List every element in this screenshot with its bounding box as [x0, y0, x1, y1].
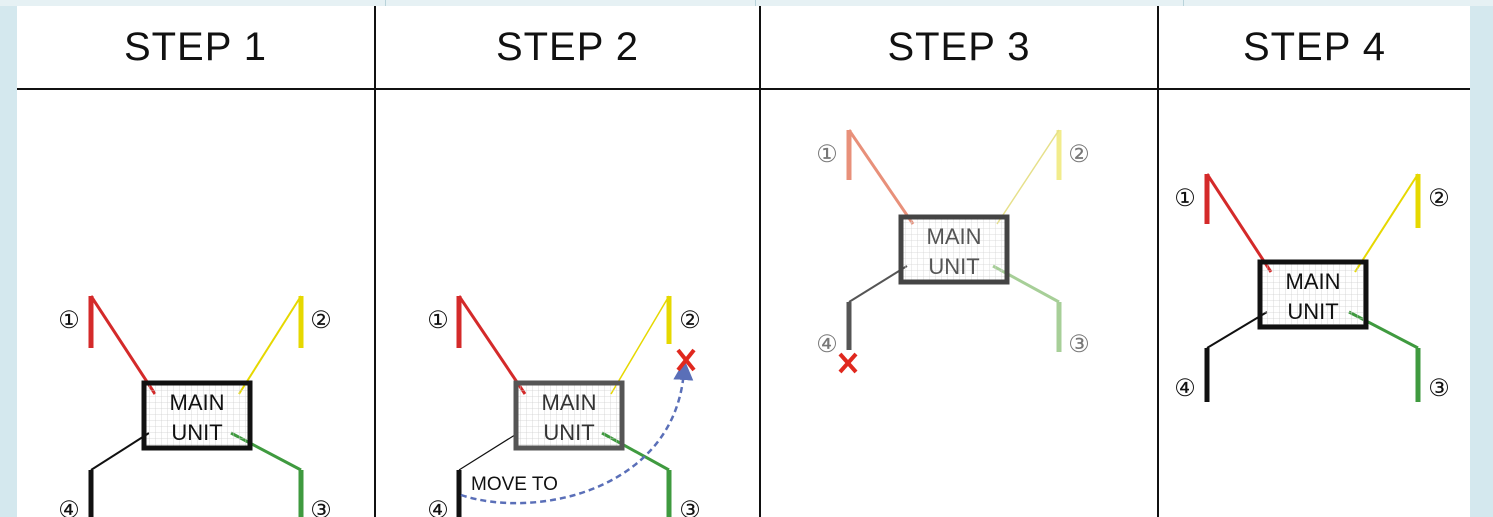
move-arrow [460, 360, 694, 505]
main-unit-box [1257, 259, 1369, 330]
column-divider [1157, 6, 1159, 517]
leg-2-number: ② [310, 307, 332, 334]
leg-4-number: ④ [58, 497, 80, 517]
leg-4-number: ④ [427, 497, 449, 517]
leg-2 [996, 129, 1062, 225]
leg-3-number: ③ [310, 497, 332, 517]
step-4-title: STEP 4 [1242, 25, 1387, 69]
leg-4 [1204, 311, 1268, 402]
header-divider [17, 88, 1470, 90]
leg-3-number: ③ [679, 497, 701, 517]
leg-4-number: ④ [1174, 375, 1196, 402]
leg-4 [846, 265, 908, 350]
leg-3-number: ③ [1068, 331, 1090, 358]
leg-1-number: ① [58, 307, 80, 334]
main-unit-label: MAIN [542, 390, 597, 415]
step-2-title: STEP 2 [495, 25, 640, 69]
leg-4 [456, 432, 519, 517]
column-divider [759, 6, 761, 517]
leg-1 [1204, 173, 1273, 273]
main-unit-label: UNIT [928, 254, 979, 279]
main-unit-label: MAIN [1286, 269, 1341, 294]
step-2-diagram: MAIN UNIT MOVE TO ① ② ③ ④ [427, 295, 701, 517]
steps-table: STEP 1 STEP 2 STEP 3 STEP 4 MAIN UNIT ① [17, 6, 1470, 517]
leg-2-number: ② [1068, 141, 1090, 168]
main-unit-box [513, 380, 625, 451]
leg-2 [610, 295, 672, 395]
main-unit-box [898, 214, 1010, 285]
step-3-diagram: MAIN UNIT ① ② ③ ④ [816, 129, 1090, 374]
leg-1 [846, 129, 915, 225]
main-unit-label: UNIT [543, 420, 594, 445]
step-3-title: STEP 3 [887, 25, 1031, 69]
leg-1 [456, 295, 527, 395]
leg-2-number: ② [1428, 185, 1450, 212]
leg-1 [88, 295, 157, 395]
move-to-label: MOVE TO [471, 474, 558, 495]
main-unit-box [141, 380, 253, 451]
leg-1-number: ① [816, 141, 838, 168]
leg-2 [238, 295, 304, 395]
leg-2-number: ② [679, 307, 701, 334]
leg-2 [1354, 173, 1421, 273]
main-unit-label: MAIN [927, 224, 982, 249]
top-strip [0, 0, 1493, 6]
step-4-diagram: MAIN UNIT ① ② ③ ④ [1174, 173, 1450, 402]
leg-4-number: ④ [816, 331, 838, 358]
step-1-diagram: MAIN UNIT ① ② ③ ④ [58, 295, 332, 517]
leg-1-number: ① [427, 307, 449, 334]
main-unit-label: MAIN [170, 390, 225, 415]
main-unit-label: UNIT [1287, 299, 1338, 324]
leg-3-number: ③ [1428, 375, 1450, 402]
main-unit-label: UNIT [171, 420, 222, 445]
step-1-title: STEP 1 [123, 25, 268, 69]
leg-1-number: ① [1174, 185, 1196, 212]
cross-mark [838, 352, 858, 374]
cross-mark [676, 348, 696, 372]
leg-4 [88, 432, 150, 517]
column-divider [374, 6, 376, 517]
